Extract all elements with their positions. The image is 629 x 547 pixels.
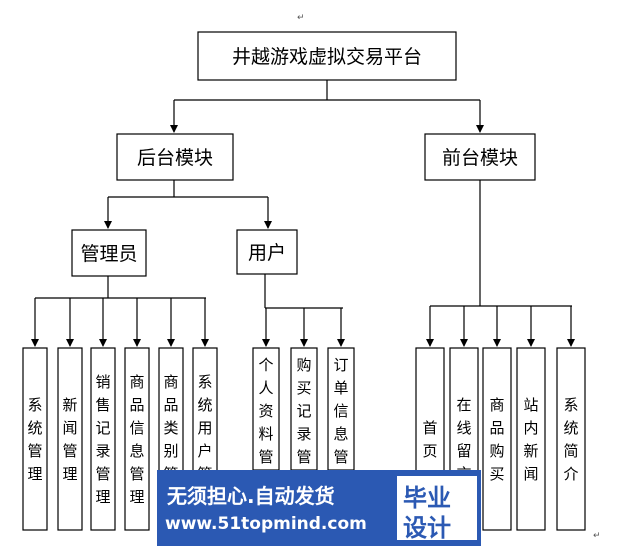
backend-node: 后台模块 — [116, 133, 234, 181]
user-leaf-boxes: 个人资料管理购买记录管理订单信息管理 — [252, 347, 355, 489]
user-label: 用户 — [248, 242, 286, 264]
admin-item-1: 系统管理 — [22, 347, 48, 531]
user-arrows — [262, 308, 345, 347]
front-item-label-5: 系统简介 — [563, 396, 578, 483]
watermark-slogan: 无须担心.自动发货 — [167, 484, 335, 508]
admin-item-label-4: 商品信息管理 — [129, 373, 144, 506]
front-item-label-1: 首页 — [422, 419, 437, 460]
edge-admin-split — [35, 276, 206, 299]
admin-arrows — [31, 298, 209, 347]
watermark-text-area: 无须担心.自动发货 www.51topmind.com — [157, 470, 395, 546]
admin-label: 管理员 — [80, 243, 137, 265]
watermark-logo: 毕业 设计 — [397, 476, 477, 542]
user-item-1: 个人资料管理 — [252, 347, 280, 489]
root-label: 井越游戏虚拟交易平台 — [232, 46, 422, 68]
root-node: 井越游戏虚拟交易平台 — [197, 31, 457, 81]
admin-node: 管理员 — [71, 229, 147, 277]
paragraph-mark-bottom: ↵ — [593, 531, 601, 541]
user-node: 用户 — [236, 229, 298, 275]
admin-item-label-3: 销售记录管理 — [95, 373, 110, 506]
edge-user-split — [264, 274, 343, 309]
admin-item-label-1: 系统管理 — [27, 396, 42, 483]
frontend-label: 前台模块 — [442, 147, 518, 169]
user-item-2: 购买记录管理 — [290, 347, 318, 489]
admin-item-2: 新闻管理 — [57, 347, 83, 531]
front-item-label-4: 站内新闻 — [523, 396, 538, 483]
frontend-node: 前台模块 — [424, 133, 536, 181]
watermark-url: www.51topmind.com — [165, 514, 367, 534]
front-item-3: 商品购买 — [482, 347, 512, 531]
front-item-4: 站内新闻 — [516, 347, 546, 531]
user-item-3: 订单信息管理 — [327, 347, 355, 489]
front-arrows — [426, 306, 575, 347]
backend-label: 后台模块 — [137, 147, 213, 169]
admin-item-4: 商品信息管理 — [124, 347, 150, 531]
edge-backend-split — [108, 180, 268, 198]
watermark-logo-line1: 毕业 — [403, 484, 451, 512]
front-leaf-boxes: 首页在线留言商品购买站内新闻系统简介 — [415, 347, 586, 531]
watermark-logo-line2: 设计 — [403, 514, 451, 542]
front-item-5: 系统简介 — [556, 347, 586, 531]
admin-item-label-2: 新闻管理 — [62, 396, 77, 483]
watermark-banner: 无须担心.自动发货 www.51topmind.com 毕业 设计 — [157, 470, 481, 546]
admin-item-3: 销售记录管理 — [90, 347, 116, 531]
front-item-label-3: 商品购买 — [489, 396, 504, 483]
edge-root-split — [174, 80, 480, 101]
paragraph-mark-top: ↵ — [297, 13, 305, 23]
edge-frontend-split — [430, 180, 572, 307]
